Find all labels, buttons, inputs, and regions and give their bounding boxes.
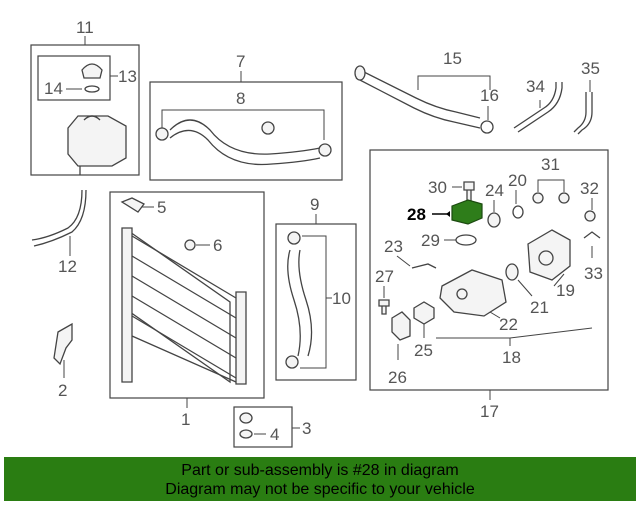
callout-5[interactable]: 5 xyxy=(157,198,166,217)
callout-24[interactable]: 24 xyxy=(485,181,504,200)
reservoir-cap xyxy=(81,63,103,79)
reservoir-box xyxy=(30,44,140,176)
clamp-33 xyxy=(583,231,601,239)
callout-4[interactable]: 4 xyxy=(270,425,279,444)
callout-14[interactable]: 14 xyxy=(44,79,63,98)
callout-2[interactable]: 2 xyxy=(58,381,67,400)
info-banner: Part or sub-assembly is #28 in diagram D… xyxy=(4,457,636,501)
callout-19[interactable]: 19 xyxy=(556,281,575,300)
callout-1[interactable]: 1 xyxy=(181,410,190,429)
callout-17[interactable]: 17 xyxy=(480,402,499,421)
sensor-28-highlighted[interactable] xyxy=(451,199,483,225)
thermostat-housing-group: 17 30 28 24 20 31 32 29 23 xyxy=(369,149,609,421)
gasket-24 xyxy=(487,212,501,228)
banner-line-1: Part or sub-assembly is #28 in diagram xyxy=(181,462,459,479)
o-ring-20 xyxy=(512,205,524,219)
callout-27[interactable]: 27 xyxy=(375,267,394,286)
upper-hose-group: 9 10 xyxy=(275,195,357,381)
callout-3[interactable]: 3 xyxy=(302,419,311,438)
parts-diagram: 11 13 14 12 7 8 15 xyxy=(30,18,609,448)
callout-10[interactable]: 10 xyxy=(332,289,351,308)
callout-13[interactable]: 13 xyxy=(118,67,137,86)
mount-group: 3 4 xyxy=(233,406,311,448)
callout-8[interactable]: 8 xyxy=(236,89,245,108)
callout-9[interactable]: 9 xyxy=(310,195,319,214)
pipe-group: 15 16 xyxy=(354,49,499,134)
mount-box xyxy=(233,406,293,448)
callout-6[interactable]: 6 xyxy=(213,236,222,255)
housing-19 xyxy=(527,229,571,281)
drain-plug-6 xyxy=(184,239,196,251)
callout-31[interactable]: 31 xyxy=(541,155,560,174)
callout-28[interactable]: 28 xyxy=(407,205,426,224)
overflow-hose: 12 xyxy=(31,189,87,276)
callout-26[interactable]: 26 xyxy=(388,368,407,387)
mount-bushing xyxy=(239,412,253,424)
callout-12[interactable]: 12 xyxy=(58,257,77,276)
callout-29[interactable]: 29 xyxy=(421,231,440,250)
radiator-right-tank xyxy=(235,291,247,385)
housing-box xyxy=(369,149,609,391)
bracket-2-group: 2 xyxy=(53,322,73,400)
callout-20[interactable]: 20 xyxy=(508,171,527,190)
hose-clamp-mid xyxy=(261,121,275,135)
callout-30[interactable]: 30 xyxy=(428,178,447,197)
lower-hose-group: 7 8 xyxy=(149,52,343,181)
hose-35: 35 xyxy=(573,59,600,135)
bracket-5 xyxy=(120,197,145,213)
radiator-group: 1 5 6 xyxy=(109,191,265,429)
upper-hose-box xyxy=(275,223,357,381)
housing-22 xyxy=(439,269,507,317)
fitting-26 xyxy=(391,311,411,341)
gasket-23 xyxy=(411,263,437,269)
mount-washer xyxy=(239,429,253,439)
clamp-31a xyxy=(532,192,544,204)
callout-22[interactable]: 22 xyxy=(499,315,518,334)
o-ring-29 xyxy=(455,234,477,246)
hose-clamp-left xyxy=(155,127,169,141)
gasket-21 xyxy=(505,263,519,281)
hose-34: 34 xyxy=(513,77,563,133)
callout-11[interactable]: 11 xyxy=(76,18,94,37)
callout-25[interactable]: 25 xyxy=(414,341,433,360)
callout-23[interactable]: 23 xyxy=(384,237,403,256)
bolt-27 xyxy=(378,299,390,315)
reservoir-group: 11 13 14 xyxy=(30,18,140,176)
bracket-2 xyxy=(53,322,73,366)
reservoir-tank xyxy=(67,115,127,167)
hose-clamp-right xyxy=(318,143,332,157)
callout-18[interactable]: 18 xyxy=(502,348,521,367)
callout-33[interactable]: 33 xyxy=(584,264,603,283)
callout-34[interactable]: 34 xyxy=(526,77,545,96)
hose-clamp-bottom xyxy=(285,355,299,369)
o-ring-16 xyxy=(480,120,494,134)
clamp-32 xyxy=(584,210,596,222)
callout-15[interactable]: 15 xyxy=(443,49,462,68)
pipe-end xyxy=(354,65,366,81)
thermostat-25 xyxy=(413,301,435,325)
callout-32[interactable]: 32 xyxy=(580,179,599,198)
callout-16[interactable]: 16 xyxy=(480,86,499,105)
callout-35[interactable]: 35 xyxy=(581,59,600,78)
radiator-left-tank xyxy=(121,227,133,383)
clamp-31b xyxy=(558,192,570,204)
lower-hose-box xyxy=(149,81,343,181)
hose-clamp-top xyxy=(287,231,301,245)
callout-21[interactable]: 21 xyxy=(530,298,549,317)
bolt-30 xyxy=(463,181,475,203)
cap-seal xyxy=(84,85,100,93)
callout-7[interactable]: 7 xyxy=(236,52,245,71)
banner-line-2: Diagram may not be specific to your vehi… xyxy=(165,481,475,498)
cap-subbox xyxy=(37,55,111,101)
